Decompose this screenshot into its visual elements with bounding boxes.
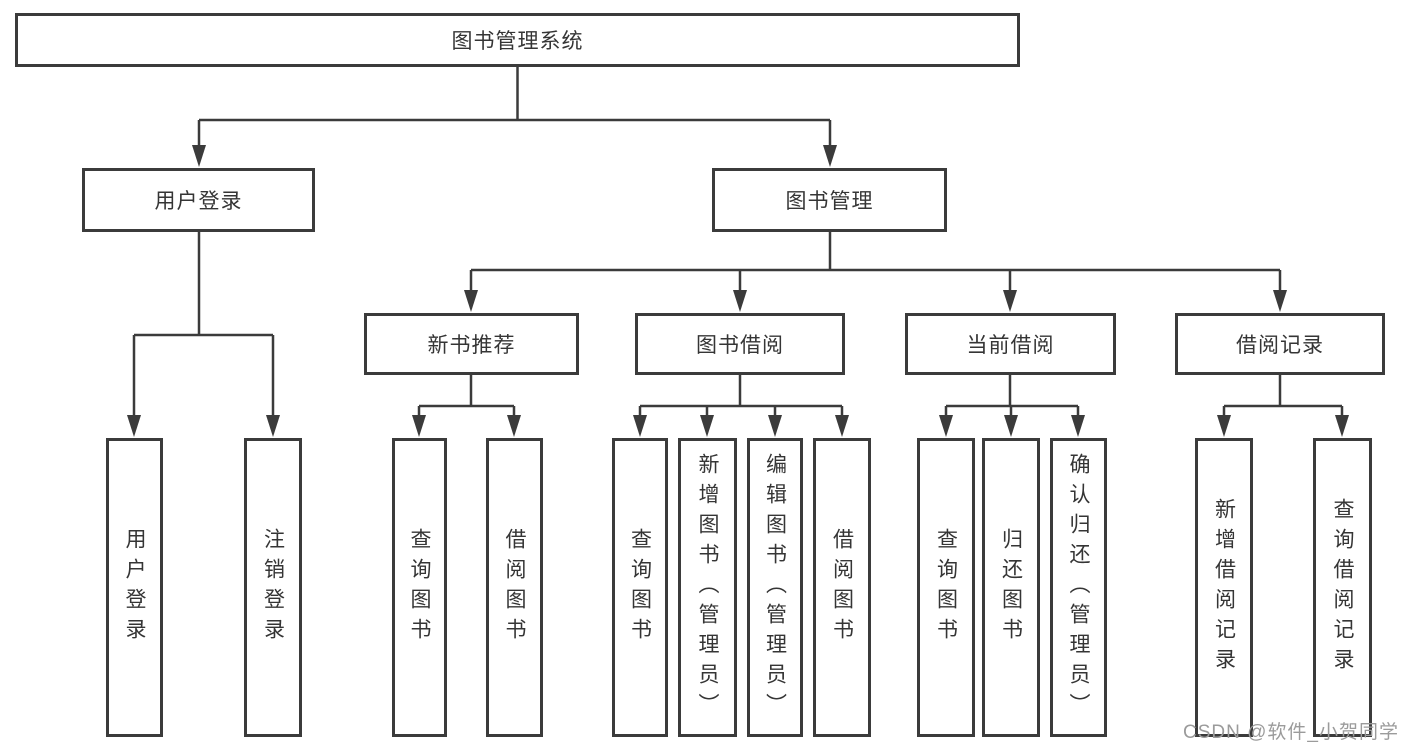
leaf-bb-edit-book-label: 编辑图书（管理员） <box>763 452 787 723</box>
leaf-bb-borrow-book-label: 借阅图书 <box>830 527 854 648</box>
leaf-logout: 注销登录 <box>244 438 302 737</box>
leaf-cb-return-book-label: 归还图书 <box>999 527 1023 648</box>
node-book-borrow-label: 图书借阅 <box>696 334 784 357</box>
node-user-login: 用户登录 <box>82 168 315 232</box>
node-book-borrow: 图书借阅 <box>635 313 845 375</box>
node-new-book-recommend: 新书推荐 <box>364 313 579 375</box>
node-root: 图书管理系统 <box>15 13 1020 67</box>
node-current-borrow: 当前借阅 <box>905 313 1116 375</box>
leaf-nb-borrow-book: 借阅图书 <box>486 438 543 737</box>
leaf-cb-confirm-return: 确认归还（管理员） <box>1050 438 1107 737</box>
leaf-br-query-record-label: 查询借阅记录 <box>1331 497 1354 678</box>
leaf-cb-query-book: 查询图书 <box>917 438 975 737</box>
leaf-cb-confirm-return-label: 确认归还（管理员） <box>1067 452 1090 723</box>
leaf-br-query-record: 查询借阅记录 <box>1313 438 1372 737</box>
leaf-br-add-record: 新增借阅记录 <box>1195 438 1253 737</box>
leaf-bb-query-book-label: 查询图书 <box>628 527 652 648</box>
leaf-br-add-record-label: 新增借阅记录 <box>1212 497 1236 678</box>
leaf-bb-add-book-label: 新增图书（管理员） <box>696 452 719 723</box>
node-root-label: 图书管理系统 <box>451 30 584 53</box>
node-user-login-label: 用户登录 <box>154 190 243 213</box>
leaf-nb-query-book: 查询图书 <box>392 438 447 737</box>
leaf-cb-query-book-label: 查询图书 <box>934 527 958 648</box>
leaf-nb-query-book-label: 查询图书 <box>408 527 431 648</box>
node-borrow-record: 借阅记录 <box>1175 313 1385 375</box>
node-book-management: 图书管理 <box>712 168 947 232</box>
leaf-bb-query-book: 查询图书 <box>612 438 668 737</box>
leaf-bb-borrow-book: 借阅图书 <box>813 438 871 737</box>
node-borrow-record-label: 借阅记录 <box>1236 334 1324 357</box>
node-current-borrow-label: 当前借阅 <box>966 334 1055 357</box>
node-book-management-label: 图书管理 <box>785 190 874 213</box>
leaf-user-login: 用户登录 <box>106 438 163 737</box>
leaf-cb-return-book: 归还图书 <box>982 438 1040 737</box>
node-new-book-recommend-label: 新书推荐 <box>427 334 516 357</box>
leaf-bb-edit-book: 编辑图书（管理员） <box>747 438 803 737</box>
leaf-bb-add-book: 新增图书（管理员） <box>678 438 737 737</box>
csdn-watermark: CSDN @软件_小贺同学 <box>1183 722 1399 743</box>
leaf-user-login-label: 用户登录 <box>123 527 146 648</box>
leaf-logout-label: 注销登录 <box>261 527 285 648</box>
leaf-nb-borrow-book-label: 借阅图书 <box>503 527 526 648</box>
